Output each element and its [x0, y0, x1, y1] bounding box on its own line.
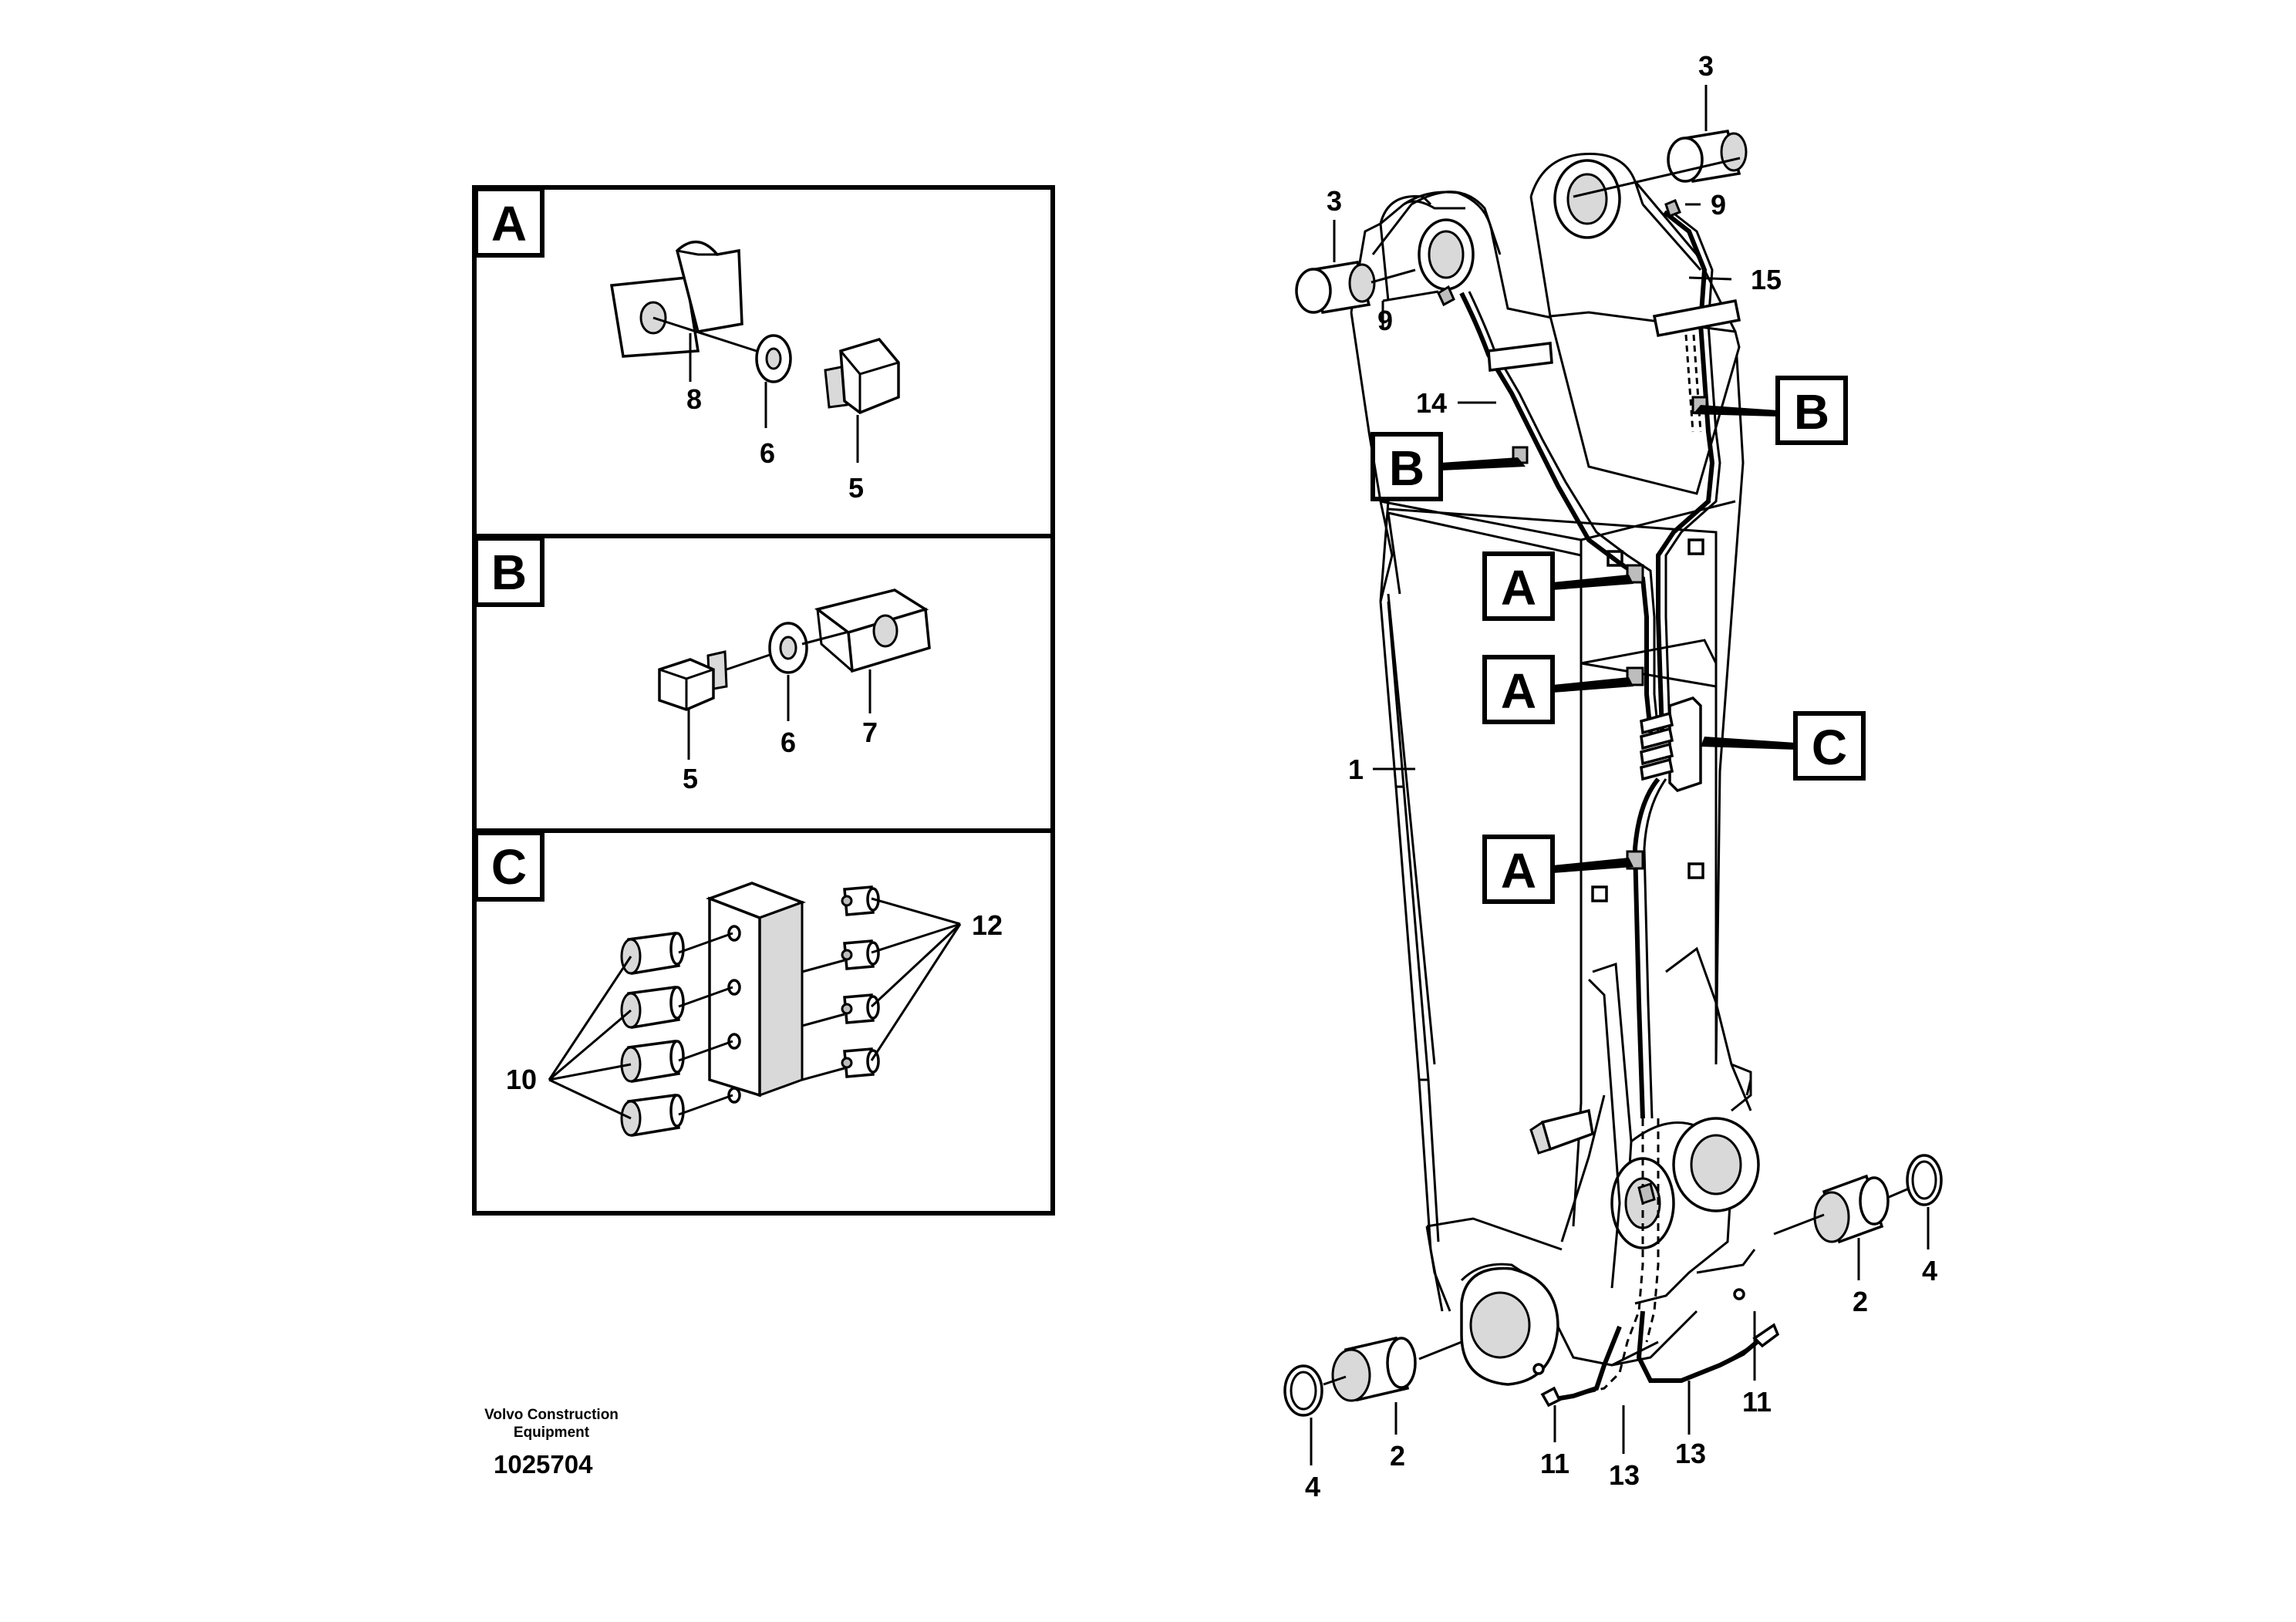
detail-panel-a: A 8 6 5 — [474, 187, 900, 504]
panel-c-letter: C — [491, 839, 527, 895]
label-14: 14 — [1416, 387, 1447, 419]
manifold-block — [706, 882, 806, 1104]
label-11-right: 11 — [1742, 1386, 1772, 1418]
label-13-left: 13 — [1609, 1459, 1640, 1491]
label-9-left: 9 — [1377, 305, 1393, 336]
credit-line-1: Volvo Construction — [484, 1407, 619, 1423]
label-7: 7 — [862, 717, 878, 748]
bushing-2-right — [1813, 1174, 1890, 1244]
detail-panel-c: C — [474, 831, 1003, 1138]
label-6-a: 6 — [760, 437, 775, 469]
label-3-right: 3 — [1698, 50, 1714, 82]
document-number: 1025704 — [494, 1450, 593, 1479]
label-4-right: 4 — [1922, 1255, 1937, 1286]
bolt-5-a — [824, 337, 900, 414]
label-1: 1 — [1348, 754, 1364, 785]
detail-panel-frame — [472, 185, 1055, 1216]
detail-panel-b: B 5 6 7 — [474, 536, 931, 794]
ring-4-left — [1283, 1364, 1323, 1417]
hose-13-right — [1636, 1310, 1768, 1383]
arm-clamps — [1437, 199, 1745, 1375]
ring-4-right — [1906, 1154, 1943, 1206]
svg-text:A: A — [1501, 560, 1536, 615]
panel-a-letter-box — [474, 187, 544, 258]
label-5-b: 5 — [683, 763, 698, 794]
panel-a-letter: A — [491, 196, 527, 251]
adapters-10 — [620, 932, 733, 1138]
label-13-right: 13 — [1675, 1438, 1706, 1469]
callout-box-a-2: A — [1482, 655, 1633, 724]
label-2-left: 2 — [1390, 1440, 1405, 1472]
hose-lines — [1459, 210, 1780, 1408]
callout-box-a-1: A — [1482, 551, 1633, 621]
label-9-right: 9 — [1711, 189, 1726, 221]
bushing-2-left — [1331, 1336, 1417, 1402]
svg-text:C: C — [1812, 720, 1847, 775]
callout-box-a-3: A — [1482, 835, 1633, 904]
washer-6-a — [755, 334, 792, 383]
publisher-credit: Volvo Construction Equipment — [432, 1406, 671, 1442]
label-15: 15 — [1751, 264, 1782, 295]
label-5-a: 5 — [848, 472, 864, 504]
label-10: 10 — [506, 1064, 537, 1095]
panel-b-letter-box — [474, 536, 544, 607]
label-8: 8 — [686, 383, 702, 415]
bushing-3-left — [1295, 261, 1376, 314]
clip-plate-7 — [814, 588, 931, 673]
label-2-right: 2 — [1853, 1286, 1868, 1317]
callout-box-b-left: B — [1371, 432, 1526, 501]
credit-line-2: Equipment — [513, 1425, 590, 1441]
label-12: 12 — [972, 909, 1003, 941]
bolt-5-b — [658, 650, 728, 711]
hose-15 — [1656, 210, 1715, 733]
bushing-3-right — [1667, 130, 1748, 183]
hose-13-left — [1549, 1325, 1622, 1402]
svg-text:B: B — [1389, 440, 1424, 496]
label-4-left: 4 — [1305, 1471, 1320, 1502]
part-number-leaders — [1310, 85, 1930, 1465]
fittings-12 — [801, 885, 880, 1081]
svg-text:B: B — [1794, 384, 1829, 440]
washer-6-b — [768, 622, 808, 674]
svg-text:A: A — [1501, 843, 1536, 899]
callout-box-c: C — [1701, 711, 1866, 781]
panel-c-letter-box — [474, 831, 544, 902]
svg-text:A: A — [1501, 663, 1536, 719]
arm-manifold — [1640, 696, 1702, 793]
panel-b-letter: B — [491, 545, 527, 600]
label-3-left: 3 — [1327, 185, 1342, 217]
callout-box-b-right: B — [1693, 376, 1848, 445]
label-11-left: 11 — [1540, 1448, 1569, 1479]
label-6-b: 6 — [781, 727, 796, 758]
